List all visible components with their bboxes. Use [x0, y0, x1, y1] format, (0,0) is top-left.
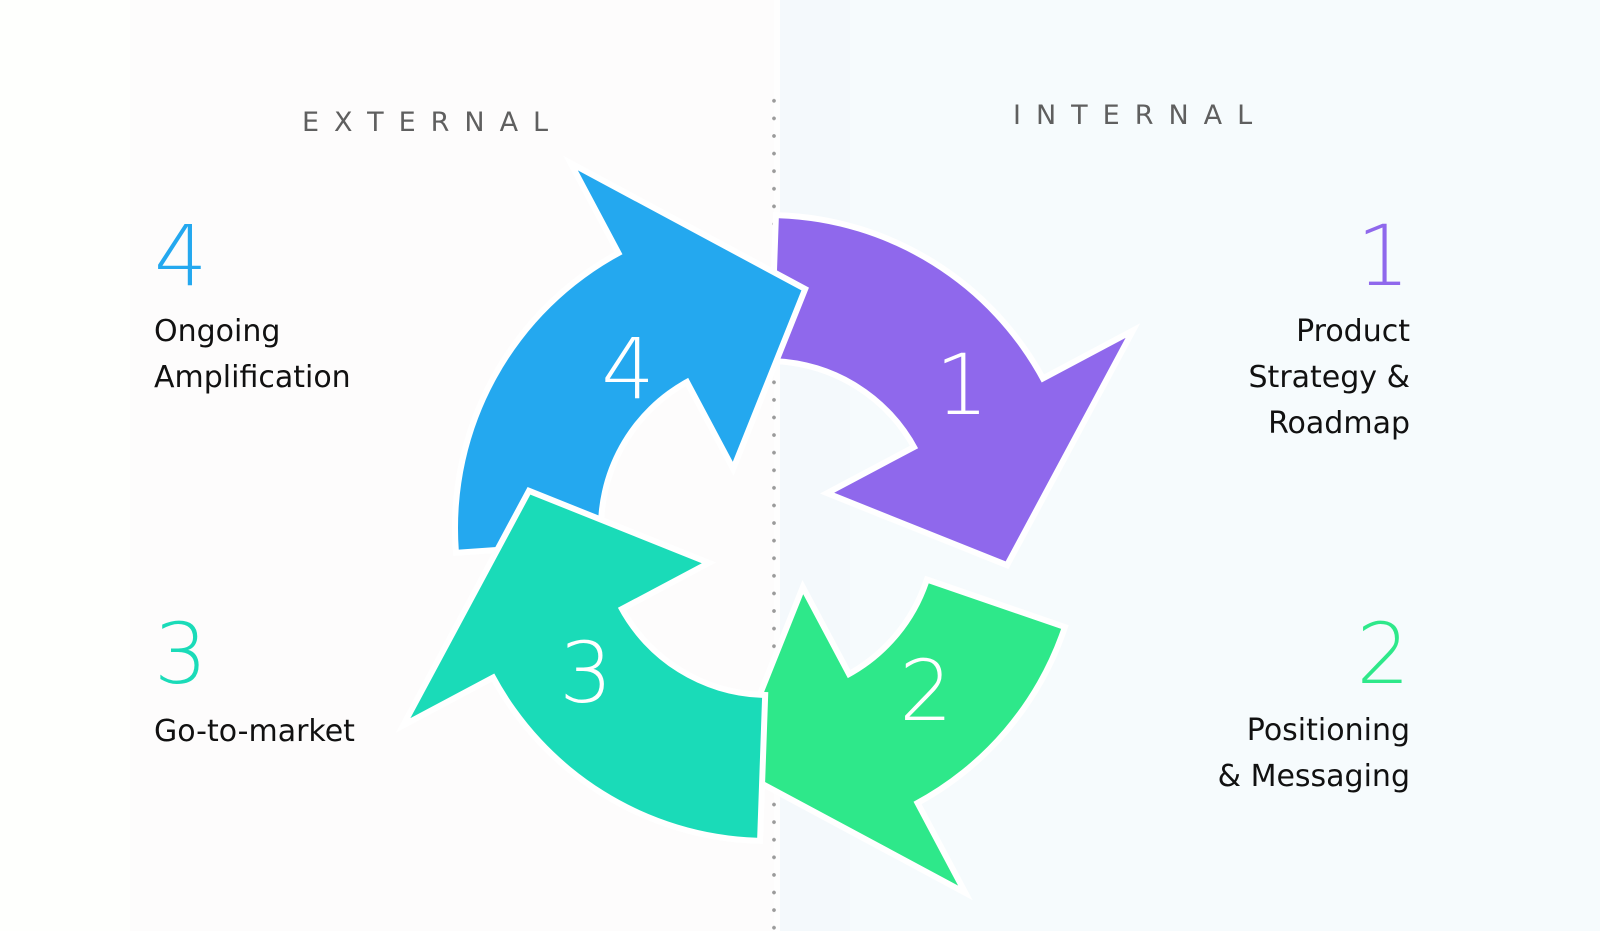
arrow-step-2: [727, 575, 1069, 901]
step-4-title: Ongoing Amplification: [154, 309, 351, 401]
step-2-number: 2: [1356, 605, 1410, 703]
step-2-title-line: & Messaging: [1217, 759, 1410, 794]
step-4-number: 4: [154, 207, 208, 305]
external-section-label: EXTERNAL: [302, 107, 564, 138]
step-1-title-line: Product: [1296, 314, 1410, 349]
arrow-step-1: [767, 211, 1141, 569]
step-3-title-line: Go-to-market: [154, 714, 355, 749]
arrow-number-2: 2: [899, 642, 952, 740]
arrow-number-3: 3: [559, 624, 612, 722]
arrow-step-3: [395, 487, 769, 845]
step-3-number: 3: [154, 605, 208, 703]
step-1-number: 1: [1356, 207, 1410, 305]
arrow-number-4: 4: [601, 320, 654, 418]
arrow-step-4: [452, 155, 809, 557]
step-1-title: Product Strategy & Roadmap: [1249, 309, 1410, 447]
arrow-number-1: 1: [935, 336, 988, 434]
step-1-title-line: Strategy &: [1248, 360, 1410, 395]
step-3-title: Go-to-market: [154, 709, 355, 755]
step-4-title-line: Ongoing: [154, 314, 281, 349]
step-1-title-line: Roadmap: [1268, 406, 1410, 441]
step-2-title: Positioning & Messaging: [1218, 708, 1410, 800]
dotted-divider: [772, 92, 776, 931]
step-4-title-line: Amplification: [154, 360, 351, 395]
background-margin: [0, 0, 130, 931]
step-2-title-line: Positioning: [1246, 713, 1410, 748]
internal-section-label: INTERNAL: [1013, 100, 1268, 131]
